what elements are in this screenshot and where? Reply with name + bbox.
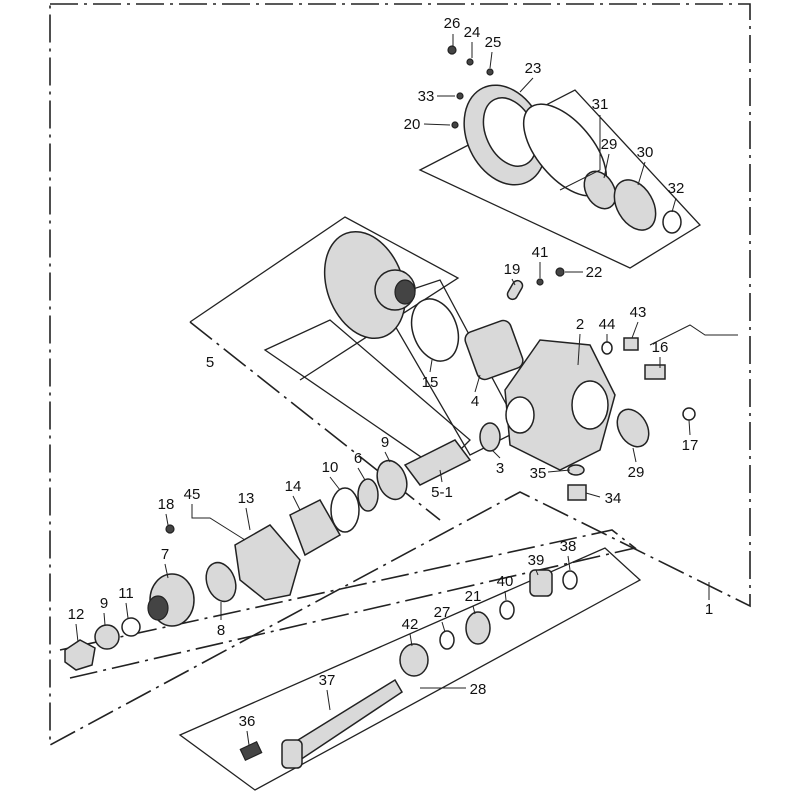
gear-37 (281, 739, 303, 769)
callout-30: 30 (637, 144, 654, 161)
callout-13: 13 (238, 490, 255, 507)
callout-32: 32 (668, 180, 685, 197)
needle-bearing-4 (464, 319, 524, 381)
callout-5-1: 5-1 (431, 484, 453, 501)
pinion-5-1 (403, 439, 472, 486)
callout-34: 34 (605, 490, 622, 507)
ring-3 (479, 422, 501, 452)
nut-12 (64, 639, 96, 671)
cover-23 (463, 84, 547, 186)
callout-4: 4 (471, 393, 479, 410)
callout-11: 11 (118, 585, 134, 602)
callout-15: 15 (422, 374, 439, 391)
callout-45: 45 (184, 486, 201, 503)
washer-11 (121, 617, 141, 637)
callout-40: 40 (497, 573, 514, 590)
callout-43: 43 (630, 304, 647, 321)
callout-27: 27 (434, 604, 451, 621)
washer-35 (567, 464, 585, 476)
flange-7 (147, 573, 195, 627)
callout-9b: 9 (100, 595, 108, 612)
callout-10: 10 (322, 459, 339, 476)
callout-39: 39 (528, 552, 545, 569)
ring-38 (562, 570, 578, 590)
gasket-14 (289, 499, 342, 557)
callout-20: 20 (404, 116, 421, 133)
sensor-16 (644, 364, 666, 380)
bearing-29 (583, 170, 617, 210)
plug-34 (567, 484, 587, 501)
hub-42 (399, 643, 429, 677)
callout-38: 38 (560, 538, 577, 555)
sensor-wire-16 (649, 324, 738, 346)
callout-36: 36 (239, 713, 256, 730)
bolt-25 (486, 68, 494, 76)
washer-9 (94, 624, 120, 650)
callout-44: 44 (599, 316, 616, 333)
callout-5: 5 (206, 354, 214, 371)
leader-lines (75, 34, 710, 746)
callout-29b: 29 (628, 464, 645, 481)
bolt-41 (536, 278, 544, 286)
callout-labels: 26 24 25 23 33 31 20 29 30 32 19 41 22 2… (68, 15, 714, 730)
ring-27 (439, 630, 455, 650)
bolt-26 (447, 45, 457, 55)
callout-35: 35 (530, 465, 547, 482)
bearing-9 (376, 459, 408, 501)
callout-28: 28 (470, 681, 487, 698)
ring-40 (499, 600, 515, 620)
callout-37: 37 (319, 672, 336, 689)
callout-42: 42 (402, 616, 419, 633)
callout-17: 17 (682, 437, 699, 454)
bolt-24 (466, 58, 474, 66)
bearing-race-15 (410, 298, 460, 362)
bolt-22 (555, 267, 565, 277)
spring-36 (239, 740, 263, 762)
callout-25: 25 (485, 34, 502, 51)
collar-21 (465, 611, 491, 645)
callout-29: 29 (601, 136, 618, 153)
callout-12: 12 (68, 606, 85, 623)
callout-6: 6 (354, 450, 362, 467)
cover-13 (234, 524, 301, 601)
callout-14: 14 (285, 478, 302, 495)
plug-43 (623, 337, 639, 351)
shim-6 (357, 478, 379, 512)
seal-30 (613, 179, 657, 231)
callout-33: 33 (418, 88, 435, 105)
ring-32 (662, 210, 682, 234)
callout-16: 16 (652, 339, 669, 356)
assembly-frame (49, 3, 751, 747)
bolt-20 (451, 121, 459, 129)
o-ring-10 (330, 487, 360, 533)
shaft-37 (288, 678, 404, 762)
callout-23: 23 (525, 60, 542, 77)
callout-2: 2 (576, 316, 584, 333)
callout-9: 9 (381, 434, 389, 451)
callout-19: 19 (504, 261, 521, 278)
housing-2 (504, 339, 616, 471)
seal-8 (205, 561, 237, 603)
callout-26: 26 (444, 15, 461, 32)
bearing-39 (529, 569, 553, 597)
washer-44 (601, 341, 613, 355)
callout-3: 3 (496, 460, 504, 477)
callout-22: 22 (586, 264, 603, 281)
callout-8: 8 (217, 622, 225, 639)
callout-41: 41 (532, 244, 549, 261)
bolt-33 (456, 92, 464, 100)
seal-29b (616, 408, 650, 448)
callout-1: 1 (705, 601, 713, 618)
callout-7: 7 (161, 546, 169, 563)
ring-gear (323, 230, 416, 340)
callout-31: 31 (592, 96, 609, 113)
pin-19 (506, 279, 524, 301)
washer-17 (682, 407, 696, 421)
callout-21: 21 (465, 588, 482, 605)
callout-24: 24 (464, 24, 481, 41)
bolt-18 (165, 524, 175, 534)
callout-18: 18 (158, 496, 175, 513)
